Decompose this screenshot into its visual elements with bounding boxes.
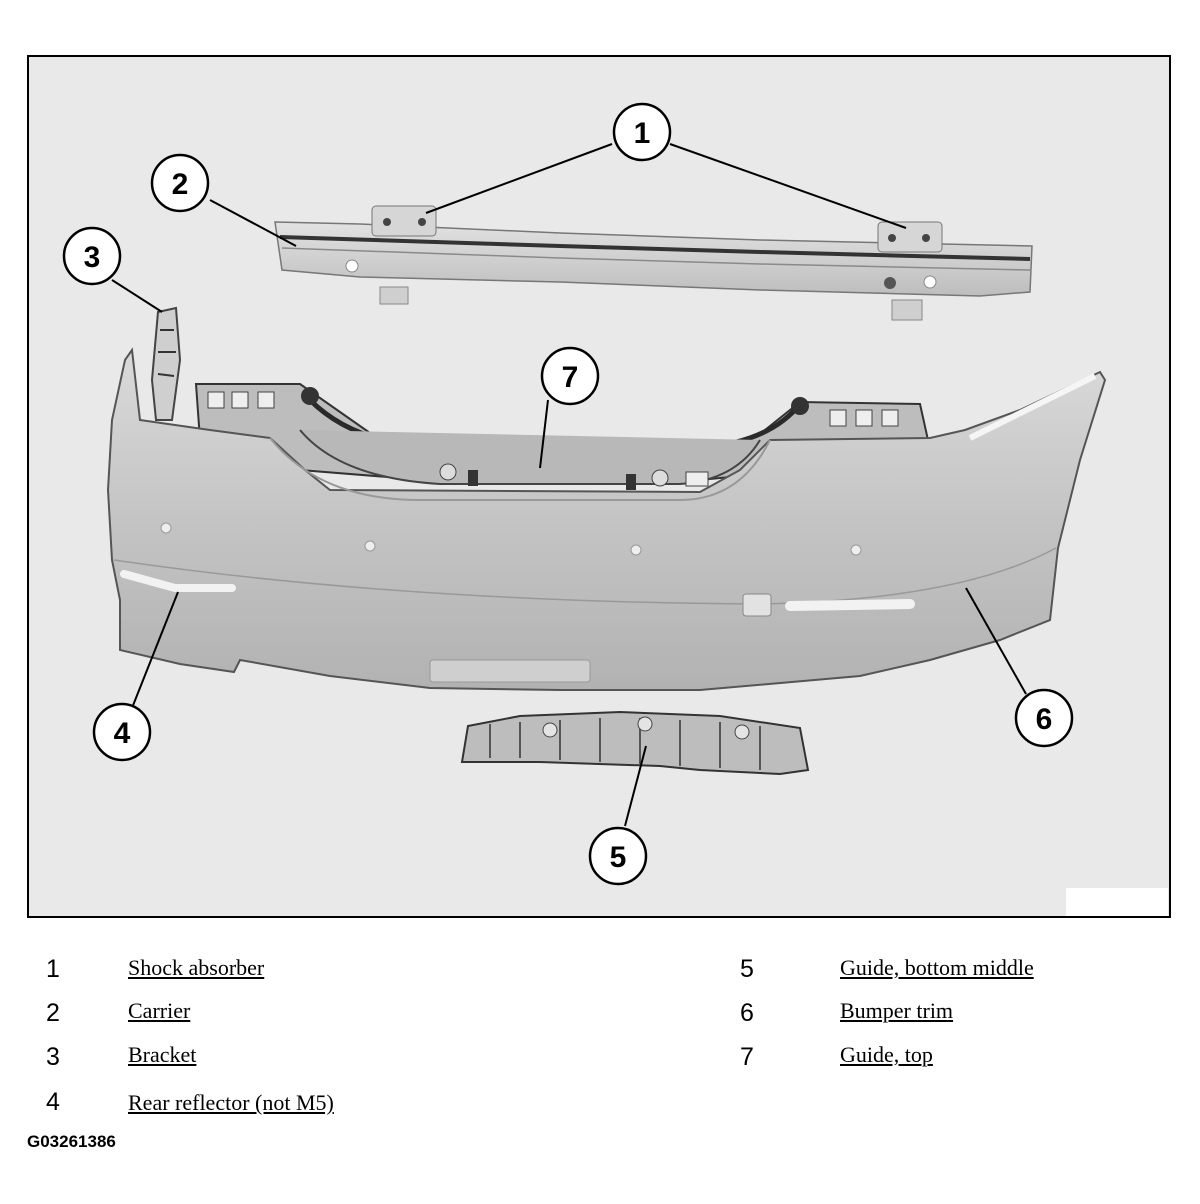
callout-4: 4 <box>92 702 152 762</box>
leader-lines <box>111 143 1027 827</box>
legend-link-guide-bottom-middle[interactable]: Guide, bottom middle <box>840 955 1034 980</box>
callout-6-label: 6 <box>1036 703 1053 736</box>
legend-link-shock-absorber[interactable]: Shock absorber <box>128 955 265 980</box>
carrier-part <box>274 221 1033 321</box>
legend-link-carrier[interactable]: Carrier <box>128 998 191 1023</box>
bracket-part <box>150 306 182 421</box>
legend-link-rear-reflector[interactable]: Rear reflector (not M5) <box>128 1090 334 1115</box>
legend-num-3: 3 <box>46 1043 60 1071</box>
shock-absorber-part <box>371 205 943 253</box>
legend-link-bumper-trim[interactable]: Bumper trim <box>840 998 954 1023</box>
callout-6: 6 <box>1014 688 1074 748</box>
exploded-parts-diagram: 1 2 3 7 4 6 5 <box>27 55 1171 918</box>
legend-link-bracket[interactable]: Bracket <box>128 1042 197 1067</box>
legend-num-1: 1 <box>46 955 60 983</box>
legend-num-5: 5 <box>740 955 754 983</box>
bumper-trim-part <box>106 347 1107 691</box>
callout-1-label: 1 <box>634 117 651 150</box>
legend-num-6: 6 <box>740 999 754 1027</box>
legend-link-guide-top[interactable]: Guide, top <box>840 1042 933 1067</box>
callout-1: 1 <box>612 102 672 162</box>
legend-num-4: 4 <box>46 1088 60 1116</box>
callout-7-label: 7 <box>562 361 579 394</box>
callout-5: 5 <box>588 826 648 886</box>
callout-3-label: 3 <box>84 241 101 274</box>
legend-num-2: 2 <box>46 999 60 1027</box>
callout-2-label: 2 <box>172 168 189 201</box>
callout-7: 7 <box>540 346 600 406</box>
callout-4-label: 4 <box>114 717 131 750</box>
callout-2: 2 <box>150 153 210 213</box>
guide-bottom-middle-part <box>460 710 810 776</box>
guide-top-strip <box>299 387 809 490</box>
figure-id: G03261386 <box>27 1132 116 1151</box>
callout-5-label: 5 <box>610 841 627 874</box>
callout-3: 3 <box>62 226 122 286</box>
frame-corner-patch <box>1066 888 1168 916</box>
legend-num-7: 7 <box>740 1043 754 1071</box>
